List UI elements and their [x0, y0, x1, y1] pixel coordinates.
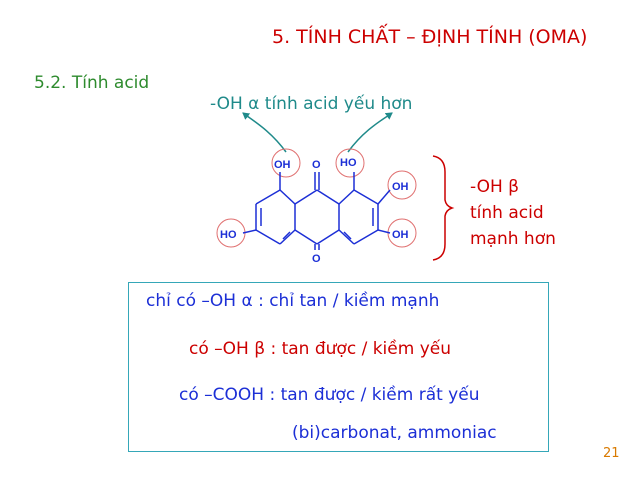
summary-line: chỉ có –OH α : chỉ tan / kiềm mạnh [146, 291, 440, 311]
beta-note-line-1: -OH β [470, 177, 520, 197]
alpha-oh-note: -OH α tính acid yếu hơn [210, 94, 413, 114]
section-heading: 5.2. Tính acid [34, 73, 150, 93]
carbonyl-oxygen-label: O [312, 159, 321, 171]
oh-highlight-circle [335, 148, 365, 178]
beta-oh-label: OH [392, 229, 409, 241]
beta-oh-label: HO [220, 229, 237, 241]
page-number: 21 [603, 446, 620, 461]
alpha-arrow [347, 112, 393, 153]
summary-line: có –OH β : tan được / kiềm yếu [189, 339, 451, 359]
oh-highlight-circle [387, 170, 417, 200]
beta-brace [432, 155, 455, 261]
beta-note-line-3: mạnh hơn [470, 229, 556, 249]
beta-oh-label: OH [392, 181, 409, 193]
beta-oh-note: -OH β tính acid mạnh hơn [470, 174, 556, 252]
oh-highlight-circle [271, 148, 301, 178]
solubility-summary-box: chỉ có –OH α : chỉ tan / kiềm mạnh có –O… [128, 282, 549, 452]
alpha-arrow [242, 112, 287, 153]
summary-line: (bi)carbonat, ammoniac [292, 423, 497, 443]
carbonyl-oxygen-label: O [312, 253, 321, 265]
slide-title: 5. TÍNH CHẤT – ĐỊNH TÍNH (OMA) [272, 26, 588, 48]
beta-note-line-2: tính acid [470, 203, 544, 223]
alpha-oh-label: OH [274, 159, 291, 171]
ring-bonds [242, 172, 391, 250]
alpha-oh-label: HO [340, 157, 357, 169]
summary-line: có –COOH : tan được / kiềm rất yếu [179, 385, 480, 405]
